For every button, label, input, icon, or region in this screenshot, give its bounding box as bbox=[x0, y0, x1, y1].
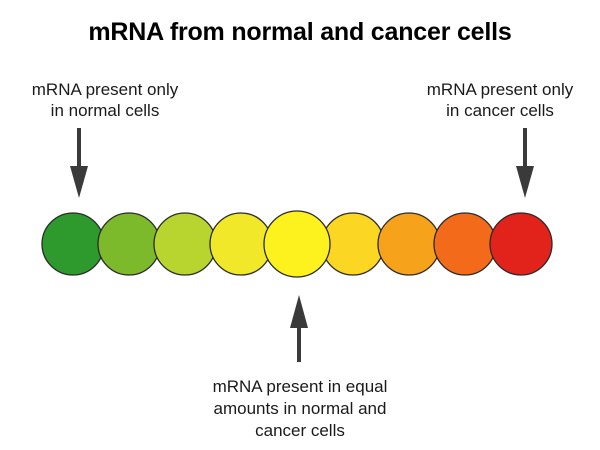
label-equal-line-2: amounts in normal and bbox=[213, 399, 387, 418]
mrna-circle-3 bbox=[153, 212, 217, 276]
label-cancer-only-line-1: mRNA present only bbox=[426, 80, 574, 99]
label-normal-only-line-1: mRNA present only bbox=[31, 80, 179, 99]
mrna-circle-2 bbox=[97, 212, 161, 276]
arrow-cancer-only bbox=[516, 128, 534, 198]
arrow-normal-only bbox=[70, 128, 88, 198]
mrna-circle-6 bbox=[321, 212, 385, 276]
label-equal: mRNA present in equal amounts in normal … bbox=[170, 376, 430, 442]
label-normal-only-line-2: in normal cells bbox=[50, 101, 160, 120]
label-cancer-only: mRNA present only in cancer cells bbox=[395, 79, 600, 121]
arrow-equal-head bbox=[290, 295, 308, 328]
mrna-circle-7 bbox=[377, 212, 441, 276]
label-cancer-only-line-2: in cancer cells bbox=[446, 101, 554, 120]
label-normal-only: mRNA present only in normal cells bbox=[0, 79, 210, 121]
label-equal-line-3: cancer cells bbox=[255, 421, 345, 440]
mrna-circle-8 bbox=[433, 212, 497, 276]
label-equal-line-1: mRNA present in equal bbox=[212, 377, 388, 396]
mrna-circle-1 bbox=[41, 212, 105, 276]
mrna-circle-9 bbox=[489, 212, 553, 276]
arrow-cancer-only-head bbox=[516, 166, 534, 198]
diagram-title: mRNA from normal and cancer cells bbox=[88, 18, 512, 46]
arrow-normal-only-head bbox=[70, 166, 88, 198]
arrow-equal bbox=[290, 295, 308, 362]
mrna-circle-4 bbox=[209, 212, 273, 276]
circle-row bbox=[41, 210, 553, 278]
mrna-circle-5 bbox=[263, 210, 331, 278]
